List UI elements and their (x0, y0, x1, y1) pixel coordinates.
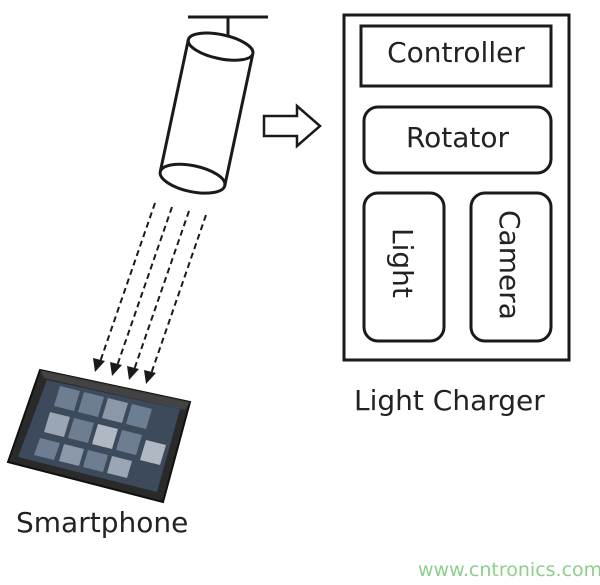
camera-label: Camera (493, 210, 526, 320)
light-block (362, 191, 446, 343)
light-beam (99, 202, 207, 375)
camera-block (469, 191, 553, 343)
rotator-block (362, 105, 553, 175)
smartphone-caption: Smartphone (16, 506, 189, 539)
rotator-label: Rotator (405, 121, 510, 154)
watermark-text: www.cntronics.com (418, 559, 600, 581)
hollow-arrow-icon (262, 103, 322, 149)
controller-block (359, 24, 553, 88)
phone-tiles (34, 386, 166, 478)
smartphone-icon (6, 368, 192, 504)
light-label: Light (386, 228, 419, 298)
light-charger-caption: Light Charger (354, 384, 545, 417)
beam-arrowheads (93, 358, 156, 384)
light-cylinder (158, 31, 255, 195)
light-source (158, 15, 268, 195)
controller-label: Controller (387, 36, 525, 69)
